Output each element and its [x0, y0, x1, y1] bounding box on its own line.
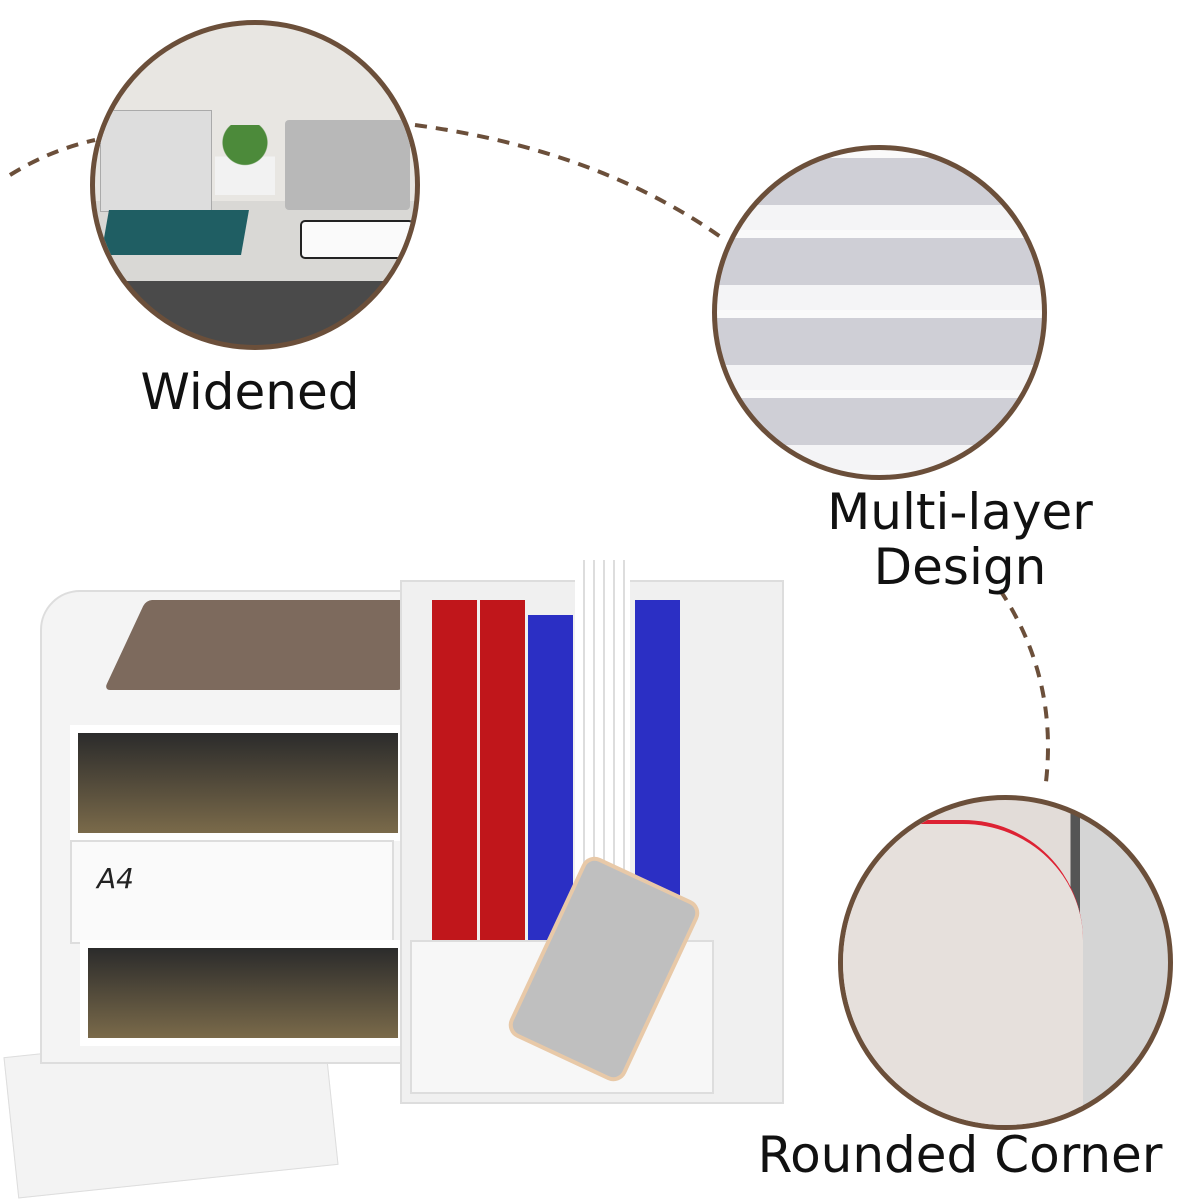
multi-layer-detail-image [712, 145, 1047, 480]
phone [300, 220, 414, 259]
connector-top [414, 123, 727, 242]
a4-label: A4 [97, 862, 134, 895]
tray-magazine-1 [70, 725, 406, 841]
tray-magazine-2 [80, 940, 406, 1046]
rounded-corner-detail-image [838, 795, 1173, 1130]
binder-red-1 [432, 600, 477, 955]
feature-label-rounded-corner: Rounded Corner [757, 1126, 1163, 1184]
calendar [100, 110, 212, 212]
rounded-side-panel [843, 820, 1083, 1125]
notebook [101, 210, 249, 255]
tray-a4: A4 [70, 840, 394, 944]
binder-blue-2 [635, 600, 680, 920]
widened-detail-image [90, 20, 420, 350]
cactus-pot [215, 125, 275, 195]
connector-left [8, 138, 96, 177]
binder-red-2 [480, 600, 525, 955]
notebook-brown [104, 600, 446, 690]
desk-organizer-product: A4 [3, 540, 790, 1199]
connector-right [998, 588, 1050, 791]
feature-label-widened: Widened [140, 363, 360, 421]
pen-holder [285, 120, 410, 210]
